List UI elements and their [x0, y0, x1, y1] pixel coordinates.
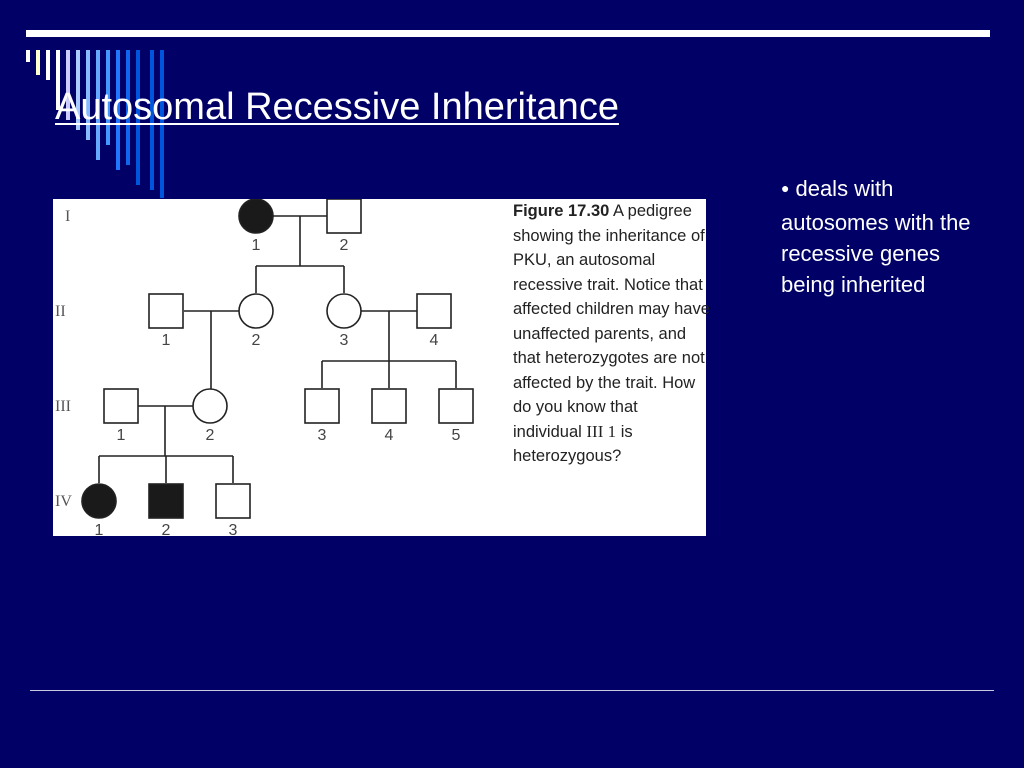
decorative-bar — [126, 50, 130, 165]
individual-number-label: 4 — [385, 427, 394, 444]
individual-number-label: 2 — [206, 427, 215, 444]
decorative-bar — [96, 50, 100, 160]
bullet-text: deals with autosomes with the recessive … — [781, 176, 971, 297]
pedigree-male-III-4 — [371, 388, 407, 424]
decorative-bar — [116, 50, 120, 170]
decorative-bar — [46, 50, 50, 80]
decorative-bar — [150, 50, 154, 190]
pedigree-male-III-1 — [103, 388, 139, 424]
generation-label-IV: IV — [55, 493, 72, 510]
generation-label-I: I — [65, 208, 70, 225]
decorative-bar — [66, 50, 70, 120]
bullet-list: ●deals with autosomes with the recessive… — [781, 173, 981, 300]
decorative-bar — [160, 50, 164, 198]
pedigree-female-II-2 — [238, 293, 274, 329]
decorative-bar — [26, 50, 30, 62]
pedigree-male-II-4 — [416, 293, 452, 329]
pedigree-female-II-3 — [326, 293, 362, 329]
individual-number-label: 5 — [452, 427, 461, 444]
decorative-bar — [56, 50, 60, 110]
pedigree-female-III-2 — [192, 388, 228, 424]
slide-title: Autosomal Recessive Inheritance — [55, 86, 619, 128]
decorative-bar — [136, 50, 140, 185]
pedigree-female-IV-1 — [81, 483, 117, 519]
pedigree-male-IV-2 — [148, 483, 184, 519]
individual-number-label: 2 — [252, 332, 261, 349]
pedigree-male-III-5 — [438, 388, 474, 424]
individual-number-label: 3 — [318, 427, 327, 444]
decorative-bar — [106, 50, 110, 145]
figure-label: Figure 17.30 — [513, 202, 610, 220]
decorative-bar — [76, 50, 80, 130]
pedigree-male-III-3 — [304, 388, 340, 424]
individual-number-label: 4 — [430, 332, 439, 349]
generation-label-III: III — [55, 398, 71, 415]
individual-number-label: 3 — [340, 332, 349, 349]
generation-label-II: II — [55, 303, 66, 320]
individual-number-label: 1 — [117, 427, 126, 444]
top-rule — [26, 30, 990, 37]
figure-caption: Figure 17.30 A pedigree showing the inhe… — [513, 199, 711, 469]
bullet-dot-icon: ● — [781, 180, 790, 196]
bullet-item: ●deals with autosomes with the recessive… — [781, 173, 981, 300]
pedigree-male-IV-3 — [215, 483, 251, 519]
caption-text-2: is heterozygous? — [513, 422, 633, 466]
decorative-bar — [86, 50, 90, 140]
decorative-bar — [36, 50, 40, 75]
individual-number-label: 3 — [229, 522, 238, 536]
caption-text-1: A pedigree showing the inheritance of PK… — [513, 202, 710, 441]
individual-number-label: 2 — [162, 522, 171, 536]
bottom-rule — [30, 690, 994, 691]
pedigree-male-II-1 — [148, 293, 184, 329]
individual-number-label: 1 — [95, 522, 104, 536]
pedigree-male-I-2 — [326, 199, 362, 234]
individual-number-label: 1 — [252, 237, 261, 254]
individual-number-label: 1 — [162, 332, 171, 349]
pedigree-female-I-1 — [238, 199, 274, 234]
caption-individual-ref: III 1 — [586, 421, 617, 441]
individual-number-label: 2 — [340, 237, 349, 254]
